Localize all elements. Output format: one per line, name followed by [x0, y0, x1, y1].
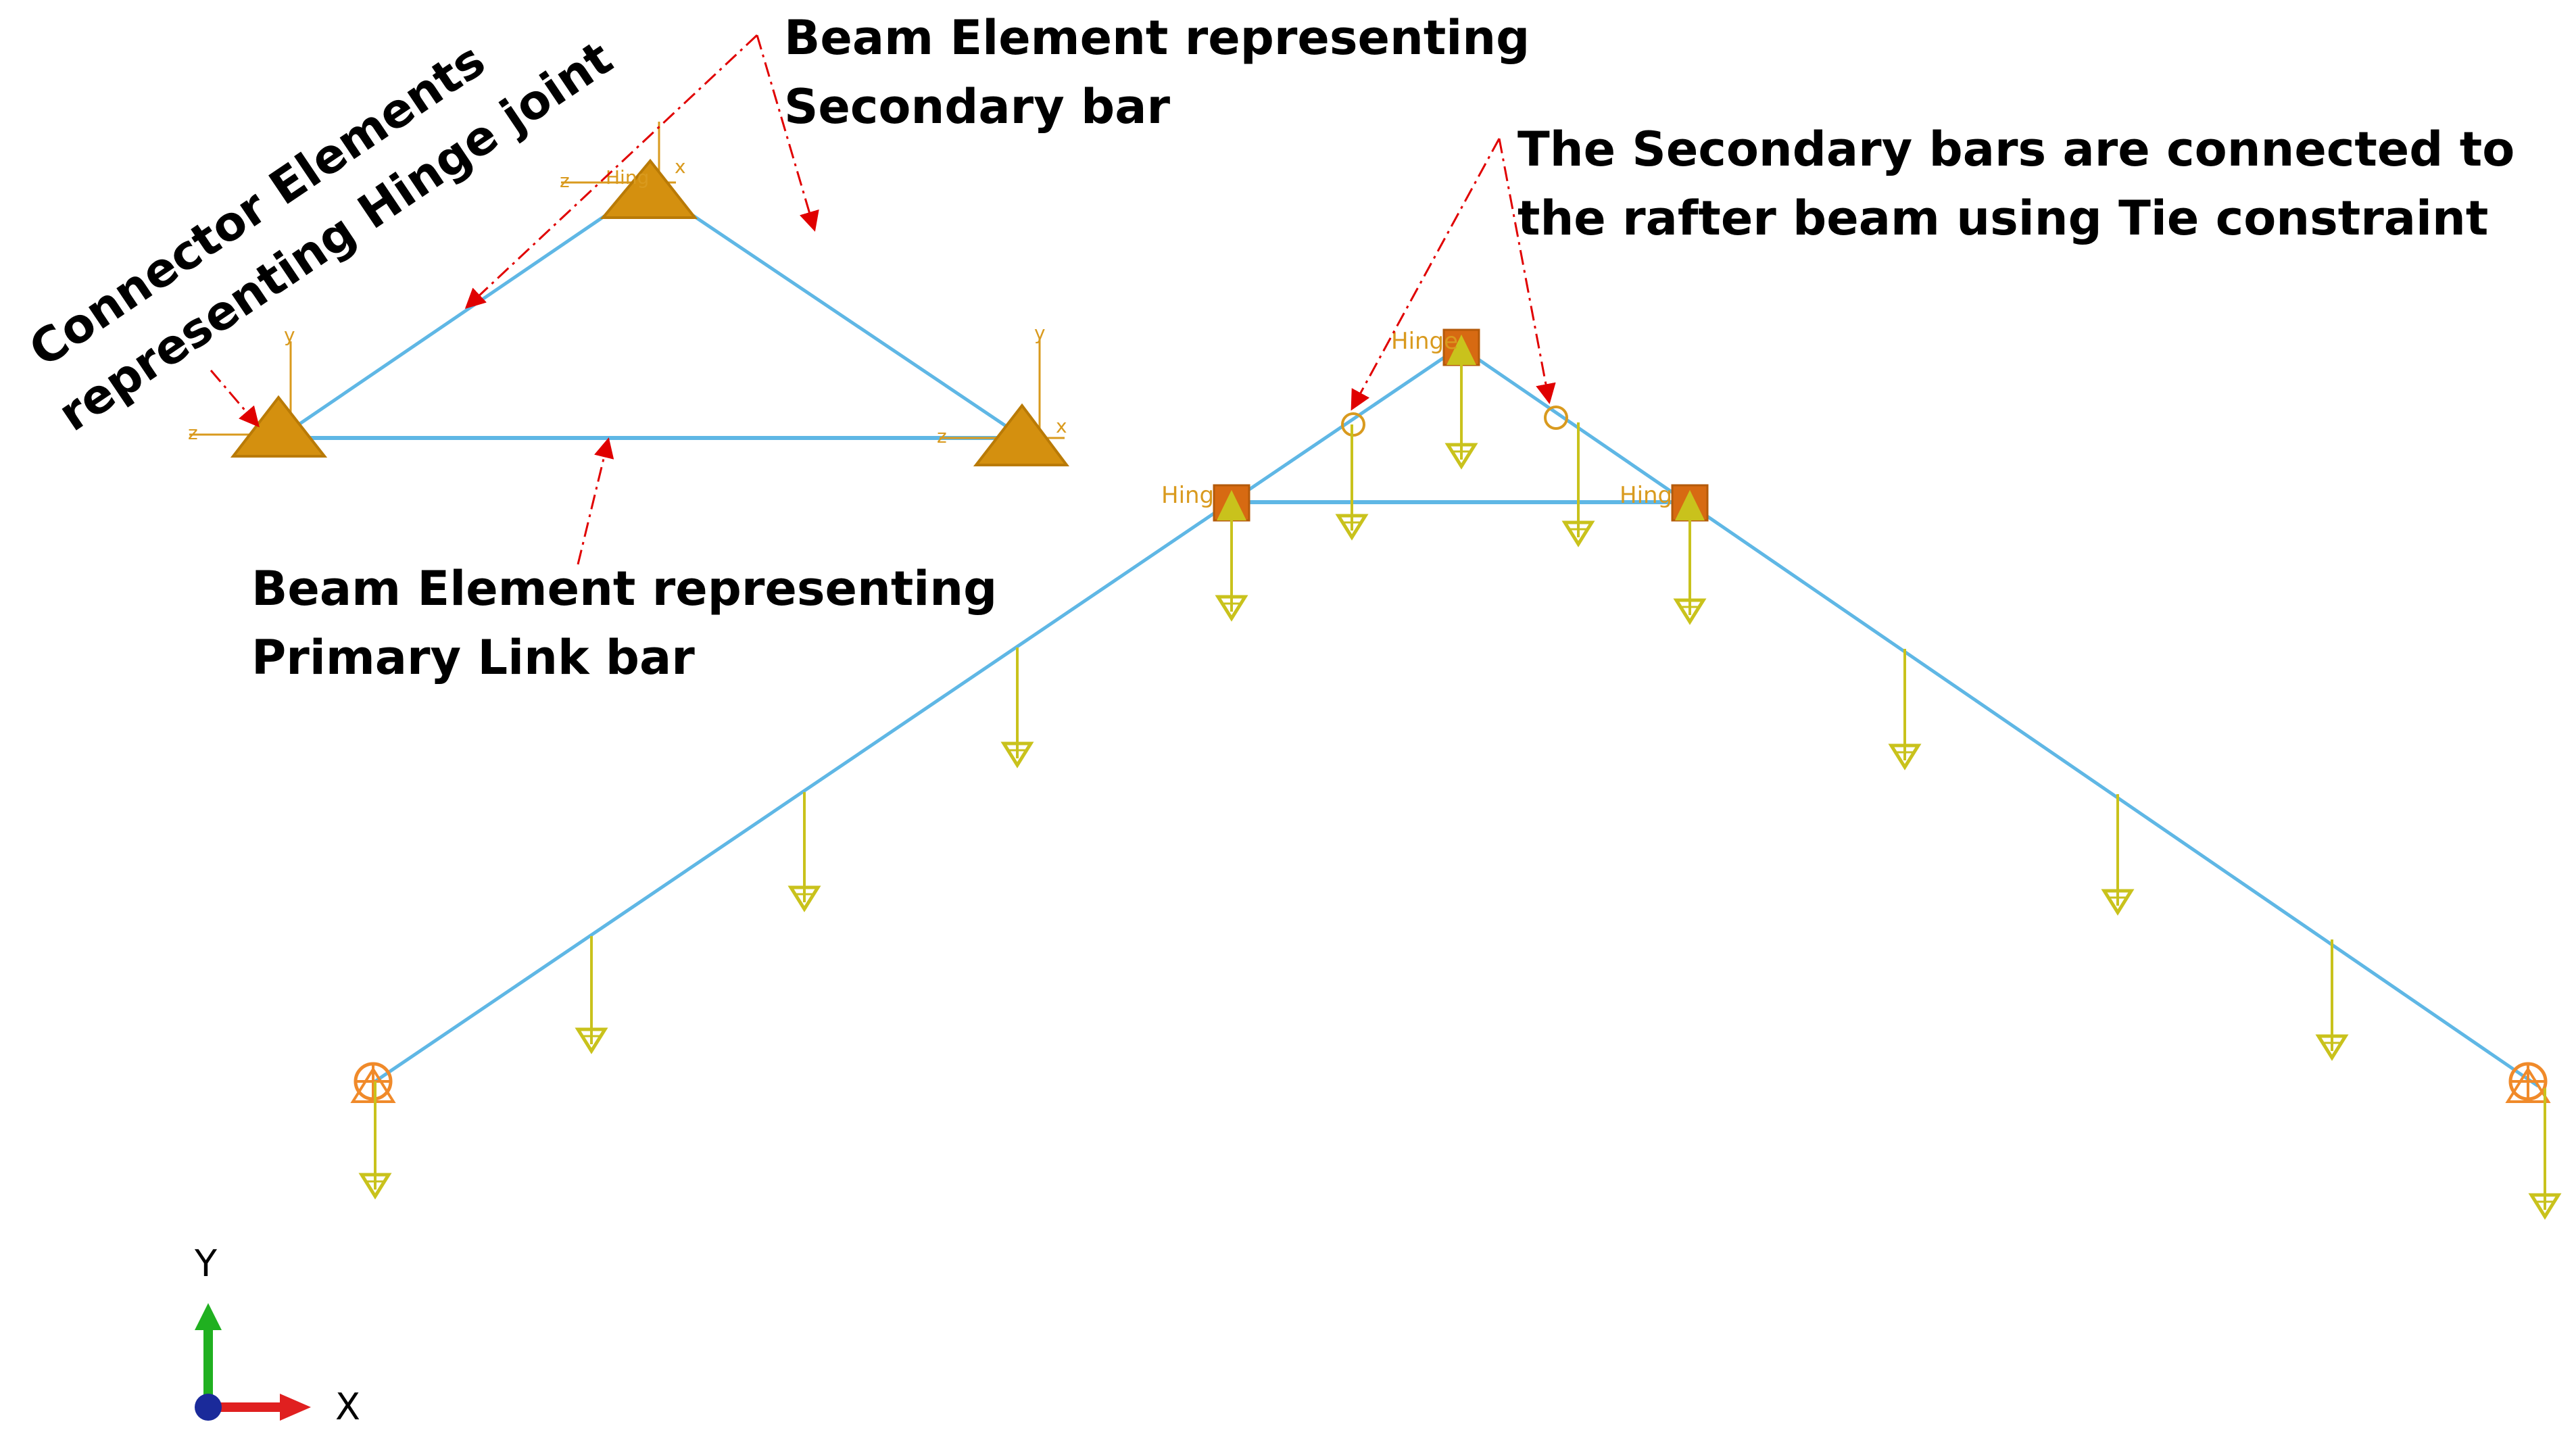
leader-arrow	[1351, 138, 1501, 411]
triad-x-label: X	[335, 1386, 360, 1428]
axis-y-label: y	[1034, 322, 1046, 344]
support-left-icon	[350, 1062, 396, 1103]
load-arrow-icon	[1215, 504, 1248, 622]
hinge-right: Hing	[1620, 482, 1709, 522]
annotation-line: Beam Element representing	[784, 10, 1530, 66]
annotation-secondary-bar: Beam Element representing Secondary bar	[464, 10, 1530, 310]
rafter-left	[374, 345, 1461, 1083]
axis-z-label: z	[188, 422, 198, 444]
load-arrow-icon	[2315, 939, 2349, 1061]
tie-constraint-right-icon	[1544, 406, 1568, 430]
annotation-tie: The Secondary bars are connected to the …	[1351, 122, 2514, 411]
triad-y-label: Y	[194, 1242, 218, 1285]
annotation-connector: Connector Elements representing Hinge jo…	[20, 30, 623, 442]
hinge-triangle-icon	[973, 403, 1069, 466]
axis-y-label: y	[284, 324, 295, 346]
origin-icon	[195, 1394, 222, 1421]
hinge-top: Hinge	[1391, 328, 1480, 366]
coordinate-triad: Y X	[194, 1242, 360, 1428]
main-truss: Hinge Hing Hing	[350, 328, 2562, 1220]
annotation-line: Primary Link bar	[251, 630, 695, 685]
support-right-icon	[2505, 1062, 2551, 1103]
annotation-line: representing Hinge joint	[49, 30, 623, 442]
annotation-line: the rafter beam using Tie constraint	[1517, 191, 2488, 246]
secondary-bar-left	[283, 184, 650, 437]
load-arrow-icon	[1888, 649, 1922, 771]
hinge-triangle-icon	[230, 395, 328, 458]
annotation-line: Beam Element representing	[251, 561, 997, 616]
annotation-line: Secondary bar	[784, 79, 1171, 134]
detail-truss: z y z x Hing z y x	[188, 122, 1069, 466]
rafter-right	[1459, 345, 2539, 1088]
hinge-label: Hing	[1161, 482, 1214, 509]
hinge-label: Hinge	[1391, 328, 1458, 355]
secondary-bar-right	[648, 184, 1022, 438]
axis-z-label: z	[560, 170, 570, 192]
load-arrow-icon	[1561, 422, 1595, 547]
y-axis-arrow-icon	[195, 1303, 222, 1330]
axis-x-label: x	[675, 155, 686, 178]
load-arrow-icon	[1000, 647, 1034, 768]
hinge-label-fragment: Hing	[606, 166, 649, 189]
load-arrow-icon	[2528, 1088, 2562, 1220]
leader-arrow	[577, 437, 614, 565]
hinge-connector-right: z y x	[937, 322, 1069, 466]
leader-arrow	[756, 34, 819, 232]
load-arrow-icon	[358, 1081, 392, 1200]
hinge-connector-left: z y	[188, 324, 328, 458]
load-arrow-icon	[575, 936, 608, 1054]
load-arrows	[358, 347, 2562, 1220]
load-arrow-icon	[2101, 794, 2135, 916]
leader-arrow	[1498, 138, 1556, 404]
leader-arrow	[464, 34, 758, 310]
axis-z-label: z	[937, 425, 947, 447]
load-arrow-icon	[1335, 424, 1369, 541]
annotation-line: The Secondary bars are connected to	[1517, 122, 2514, 177]
hinge-label: Hing	[1620, 482, 1672, 509]
load-arrow-icon	[1673, 504, 1707, 625]
hinge-triangle-icon	[600, 158, 698, 219]
hinge-left: Hing	[1161, 482, 1250, 522]
annotation-primary-link: Beam Element representing Primary Link b…	[251, 437, 997, 685]
x-axis-arrow-icon	[280, 1394, 311, 1421]
load-arrow-icon	[1444, 347, 1478, 470]
leader-arrow	[210, 370, 260, 428]
load-arrow-icon	[787, 792, 821, 912]
axis-x-label: x	[1056, 415, 1067, 437]
hinge-connector-top: z x Hing	[560, 122, 698, 219]
